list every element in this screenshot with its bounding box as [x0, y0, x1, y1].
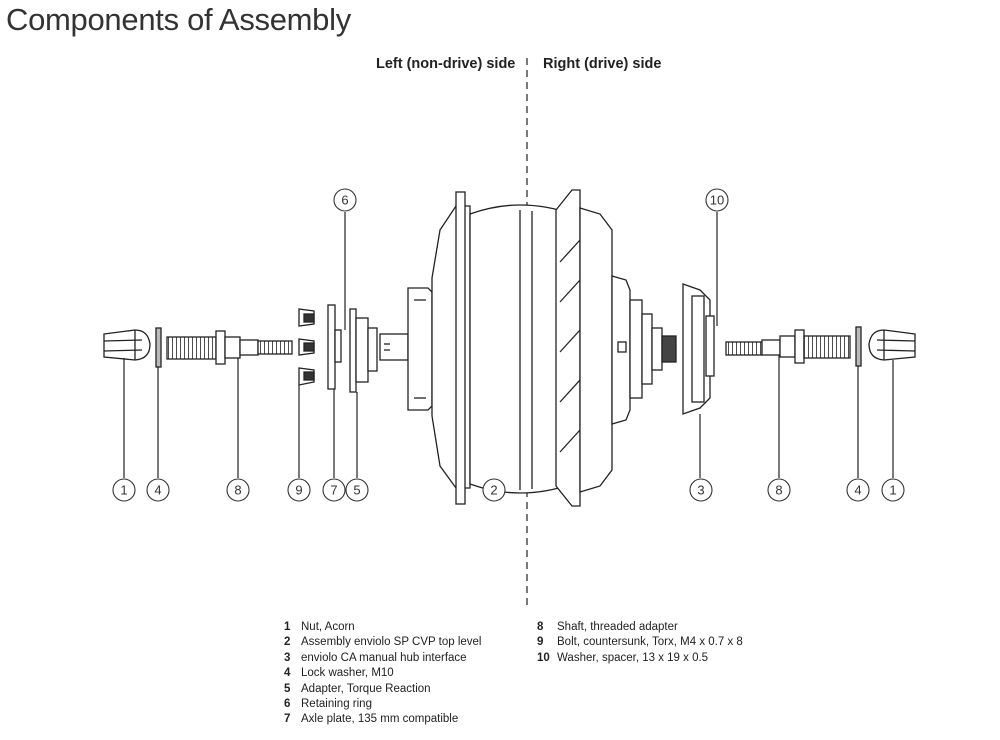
part-description: enviolo CA manual hub interface	[301, 651, 467, 664]
parts-list-item: 8 Shaft, threaded adapter	[537, 620, 743, 635]
callout-5	[345, 478, 369, 502]
right-threaded-shaft	[725, 329, 851, 364]
part-description: Bolt, countersunk, Torx, M4 x 0.7 x 8	[557, 636, 743, 649]
part-number: 2	[284, 636, 291, 649]
part-description: Adapter, Torque Reaction	[301, 682, 431, 695]
part-number: 8	[537, 621, 544, 633]
part-description: Lock washer, M10	[301, 667, 394, 680]
part-number: 4	[284, 667, 291, 680]
parts-list-left: 1 Nut, Acorn 2 Assembly enviolo SP CVP top …	[284, 620, 481, 728]
torque-adapter	[349, 308, 378, 393]
callout-6	[333, 188, 357, 212]
parts-list-item: 10 Washer, spacer, 13 x 19 x 0.5	[537, 651, 743, 666]
callout-1-right	[881, 478, 905, 502]
callout-10	[705, 188, 729, 212]
leader-lines	[123, 212, 894, 478]
callout-2-label: 2	[490, 483, 497, 498]
callout-8-left	[226, 478, 250, 502]
part-description: Axle plate, 135 mm compatible	[301, 713, 459, 726]
callout-10-label: 10	[710, 193, 724, 208]
right-side-label: Right (drive) side	[543, 56, 662, 72]
parts-list-item: 7 Axle plate, 135 mm compatible	[284, 712, 481, 727]
callout-5-label: 5	[353, 483, 360, 498]
callout-6-label: 6	[341, 193, 348, 208]
left-threaded-shaft	[166, 330, 293, 365]
callout-7-label: 7	[330, 483, 337, 498]
part-description: Assembly enviolo SP CVP top level	[301, 636, 482, 649]
callout-1-right-label: 1	[889, 483, 896, 498]
left-bolts	[298, 308, 315, 386]
parts-list-item: 3 enviolo CA manual hub interface	[284, 651, 481, 666]
callout-4-right	[846, 478, 870, 502]
part-number: 6	[284, 698, 291, 711]
parts-list-item: 1 Nut, Acorn	[284, 620, 481, 635]
callout-8-right	[767, 478, 791, 502]
part-description: Nut, Acorn	[301, 621, 355, 633]
parts-list-item: 4 Lock washer, M10	[284, 666, 481, 681]
parts-list-item: 5 Adapter, Torque Reaction	[284, 682, 481, 697]
part-number: 10	[537, 651, 550, 664]
right-acorn-nut	[868, 329, 916, 361]
callout-4-left	[146, 478, 170, 502]
callout-2	[482, 478, 506, 502]
left-side-label: Left (non-drive) side	[376, 56, 516, 72]
axle-plate	[327, 304, 342, 390]
callout-1-left-label: 1	[120, 483, 127, 498]
part-number: 5	[284, 682, 291, 695]
part-number: 1	[284, 621, 291, 633]
callout-8-right-label: 8	[775, 483, 782, 498]
manual-hub-interface	[682, 283, 715, 415]
callout-8-left-label: 8	[234, 483, 241, 498]
callout-9-label: 9	[295, 483, 302, 498]
callout-3	[689, 478, 713, 502]
part-description: Shaft, threaded adapter	[557, 621, 678, 633]
callout-4-right-label: 4	[854, 483, 861, 498]
callout-4-left-label: 4	[154, 483, 161, 498]
callout-9	[287, 478, 311, 502]
callout-7	[322, 478, 346, 502]
hub-assembly	[379, 189, 677, 507]
callout-1-left	[112, 478, 136, 502]
part-number: 3	[284, 651, 291, 664]
left-lock-washer	[155, 327, 162, 368]
parts-list-item: 6 Retaining ring	[284, 697, 481, 712]
part-number: 9	[537, 636, 544, 649]
left-acorn-nut	[103, 329, 151, 361]
part-number: 7	[284, 713, 291, 726]
parts-list-right: 8 Shaft, threaded adapter 9 Bolt, countersu…	[537, 620, 743, 666]
part-description: Washer, spacer, 13 x 19 x 0.5	[557, 651, 709, 664]
page-title: Components of Assembly	[6, 2, 351, 37]
callout-3-label: 3	[697, 483, 704, 498]
parts-list-item: 2 Assembly enviolo SP CVP top level	[284, 635, 481, 650]
part-description: Retaining ring	[301, 698, 372, 711]
parts-list-item: 9 Bolt, countersunk, Torx, M4 x 0.7 x 8	[537, 635, 743, 650]
right-lock-washer	[855, 326, 862, 367]
